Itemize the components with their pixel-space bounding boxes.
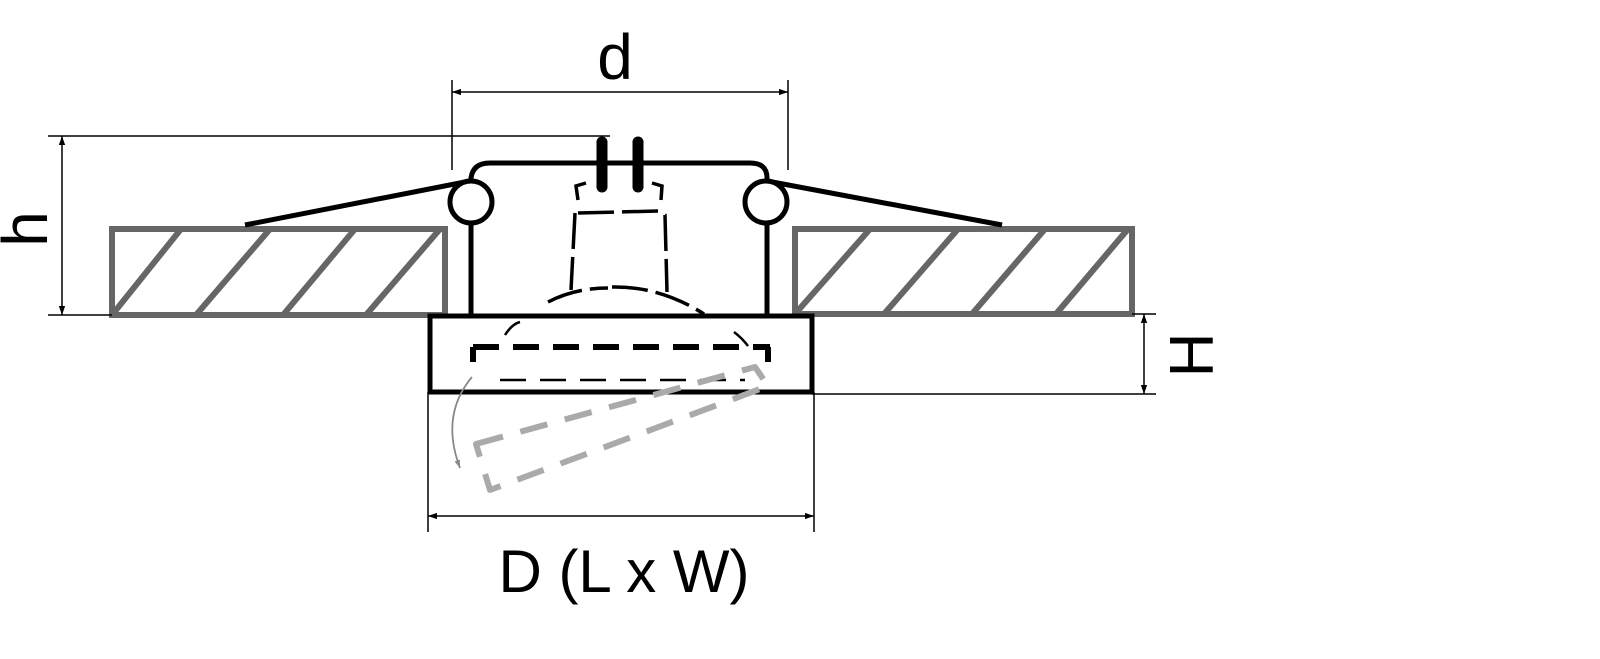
dimension-d <box>451 80 789 170</box>
lamp-bulb-outline <box>547 181 705 316</box>
label-H: H <box>1158 333 1227 378</box>
ceiling-slab-right <box>792 226 1135 317</box>
dimension-H <box>812 313 1156 395</box>
tilt-direction-arrow <box>451 376 473 469</box>
label-d: d <box>597 21 633 93</box>
ceiling-slab-left <box>109 226 448 318</box>
spring-clip-left <box>244 178 495 228</box>
lens-outline <box>470 344 771 362</box>
dimension-D <box>427 392 815 532</box>
label-D-LxW: D (L x W) <box>498 538 749 605</box>
lamp-housing <box>468 160 770 317</box>
dimension-h <box>48 135 610 316</box>
lamp-pins <box>596 136 644 193</box>
spring-clip-right <box>742 178 1003 228</box>
tilted-lens-ghost <box>473 364 771 493</box>
label-h: h <box>0 211 61 247</box>
